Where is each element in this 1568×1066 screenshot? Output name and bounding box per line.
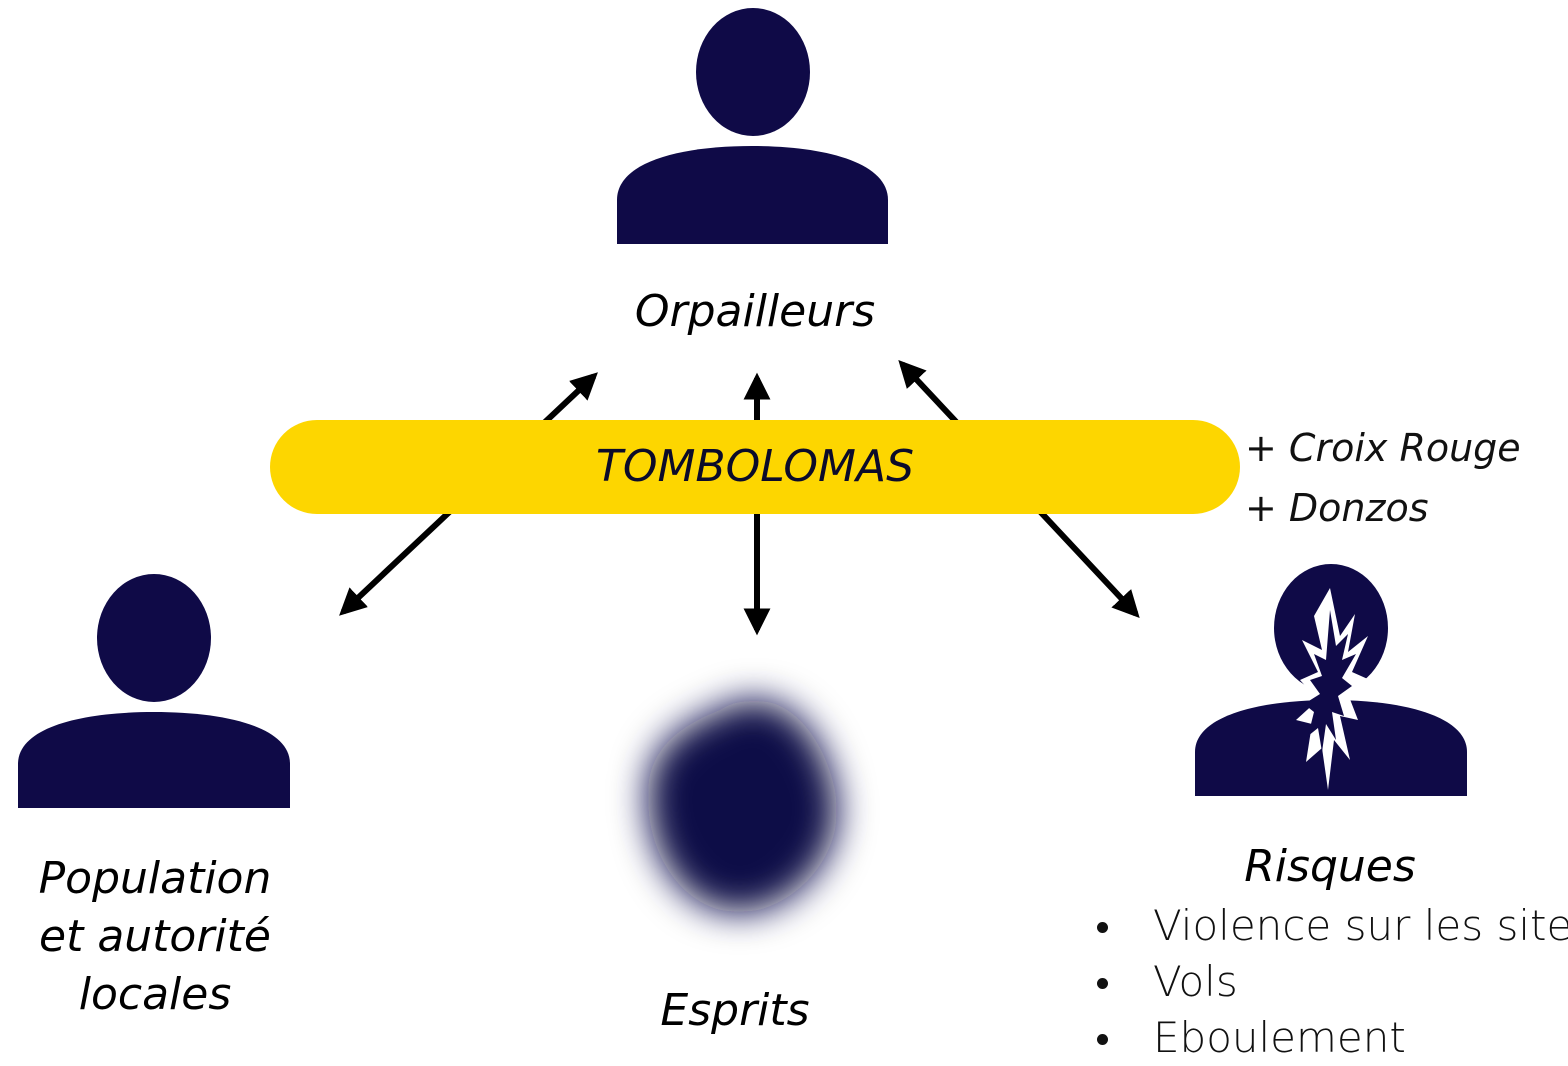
list-item: Vols [1085, 954, 1568, 1010]
esprits-label: Esprits [660, 985, 810, 1036]
injured-person-icon [1195, 564, 1467, 796]
population-line-3: locales [78, 969, 232, 1020]
risques-label: Risques [1244, 841, 1416, 892]
mediator-additions: + Croix Rouge + Donzos [1245, 418, 1521, 538]
orpailleurs-text: Orpailleurs [634, 286, 876, 337]
population-line-1: Population [38, 853, 272, 904]
person-icon [617, 8, 888, 244]
spirit-blur-icon [647, 699, 838, 913]
person-icon [18, 574, 290, 808]
tombolomas-bar [270, 420, 1240, 514]
addition-donzos: + Donzos [1245, 486, 1429, 530]
addition-croix-rouge: + Croix Rouge [1245, 426, 1521, 470]
orpailleurs-label: Orpailleurs [600, 283, 910, 341]
list-item: Eboulement [1085, 1010, 1568, 1066]
list-item: Violence sur les sites [1085, 898, 1568, 954]
tombolomas-label: TOMBOLOMAS [595, 441, 915, 492]
risk-list: Violence sur les sites Vols Eboulement [1085, 898, 1568, 1066]
population-line-2: et autorité [39, 911, 271, 962]
population-label: Population et autorité locales [0, 850, 310, 1024]
